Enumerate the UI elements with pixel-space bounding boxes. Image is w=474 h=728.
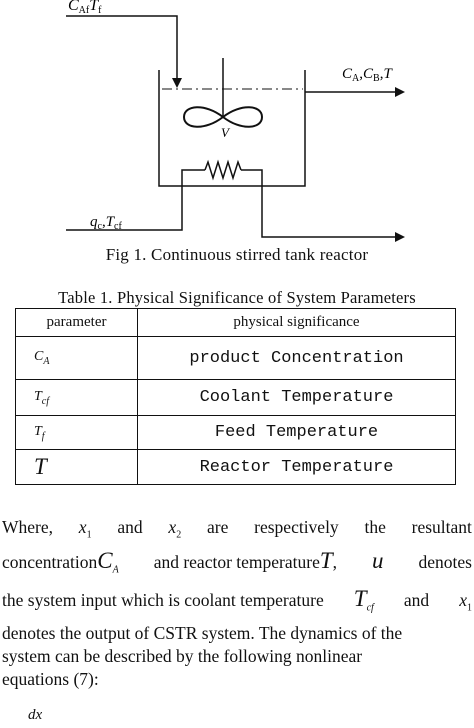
header-parameter: parameter [15,308,138,337]
parameter-meaning: product Concentration [137,336,456,380]
tank-wall [158,70,306,187]
table-row: T Reactor Temperature [15,449,456,485]
inlet-pipe [66,15,178,84]
table-header-row: parameter physical significance [15,308,456,337]
coolant-pipe-out [241,169,398,238]
text-line-3: the system input which is coolant temper… [2,586,472,614]
heating-coil [204,159,242,181]
parameter-symbol: Tcf [15,379,138,416]
equation-fragment: dx [28,707,43,723]
parameter-symbol: CA [15,336,138,380]
impeller-icon [182,106,264,128]
inlet-arrowhead [172,78,182,88]
table-row: CA product Concentration [15,336,456,380]
inlet-label: CAfTf [68,0,102,16]
coolant-pipe-in [66,169,205,231]
table-row: Tcf Coolant Temperature [15,379,456,416]
parameter-meaning: Reactor Temperature [137,449,456,485]
text-line-5: system can be described by the following… [2,646,363,666]
volume-label: V [221,125,231,140]
parameter-symbol: Tf [15,415,138,450]
outlet-arrowhead [395,87,405,97]
outlet-label: CA,CB,T [342,66,393,84]
coolant-arrowhead [395,232,405,242]
cstr-figure: CAfTf V CA,CB,T qc,Tcf [66,0,405,242]
table-row: Tf Feed Temperature [15,415,456,450]
parameter-meaning: Coolant Temperature [137,379,456,416]
parameter-symbol: T [15,449,138,485]
header-physical-significance: physical significance [137,308,456,337]
table-title: Table 1. Physical Significance of System… [58,288,416,307]
text-line-2: concentrationCA and reactor temperatureT… [2,548,472,576]
parameter-meaning: Feed Temperature [137,415,456,450]
figure-caption: Fig 1. Continuous stirred tank reactor [105,245,369,264]
parameters-table: parameter physical significance CA produ… [15,308,456,485]
text-line-1: Where, x1 and x2 are respectively the re… [2,517,472,541]
text-line-6: equations (7): [2,669,99,689]
body-paragraph: Where, x1 and x2 are respectively the re… [0,510,474,723]
coolant-label: qc,Tcf [90,214,122,232]
text-line-4: denotes the output of CSTR system. The d… [2,623,403,643]
